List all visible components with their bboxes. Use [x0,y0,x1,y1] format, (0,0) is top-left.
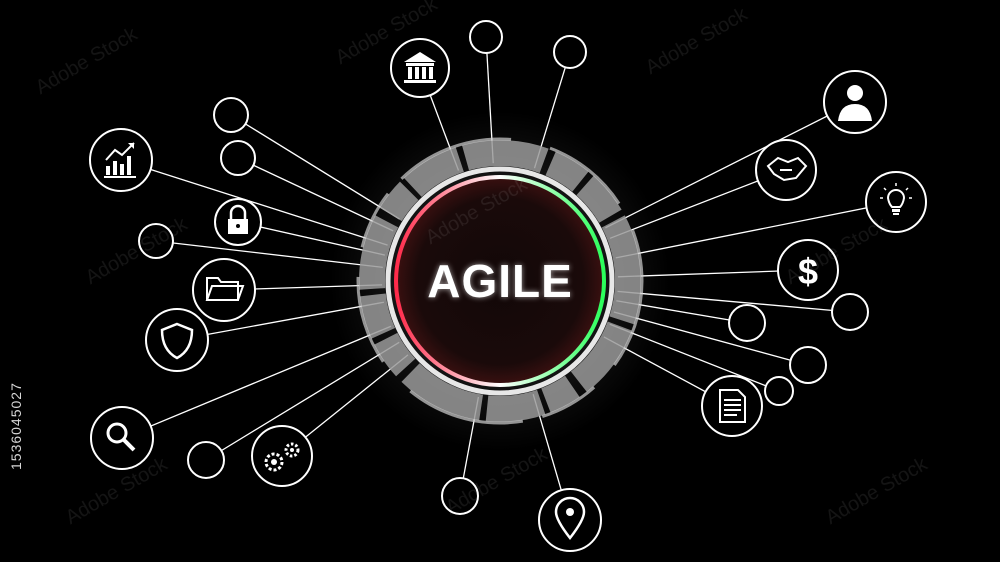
empty-nodes [138,20,869,515]
lightbulb-icon [865,171,927,233]
icon-nodes: $ [89,38,927,552]
center-core [396,177,604,385]
empty-node [138,223,174,259]
empty-node [220,140,256,176]
empty-node [831,293,869,331]
empty-node [469,20,503,54]
svg-text:$: $ [798,251,818,292]
core-rim [394,175,606,387]
empty-node [187,441,225,479]
empty-node [728,304,766,342]
lock-icon [214,198,262,246]
inner-white-ring [385,166,615,396]
stock-id-label: 1536045027 [8,382,24,470]
location-pin-icon [538,488,602,552]
search-icon [90,406,154,470]
empty-node [789,346,827,384]
center-label: AGILE [427,255,573,307]
handshake-icon [755,139,817,201]
person-icon [823,70,887,134]
folder-icon [192,258,256,322]
outer-arc-ring [356,137,644,425]
document-icon [701,375,763,437]
shield-icon [145,308,209,372]
chart-icon [89,128,153,192]
gears-icon [251,425,313,487]
empty-node [553,35,587,69]
bank-icon [390,38,450,98]
dollar-icon: $ [777,239,839,301]
empty-node [764,376,794,406]
empty-node [441,477,479,515]
empty-node [213,97,249,133]
segmented-ring [359,140,641,422]
